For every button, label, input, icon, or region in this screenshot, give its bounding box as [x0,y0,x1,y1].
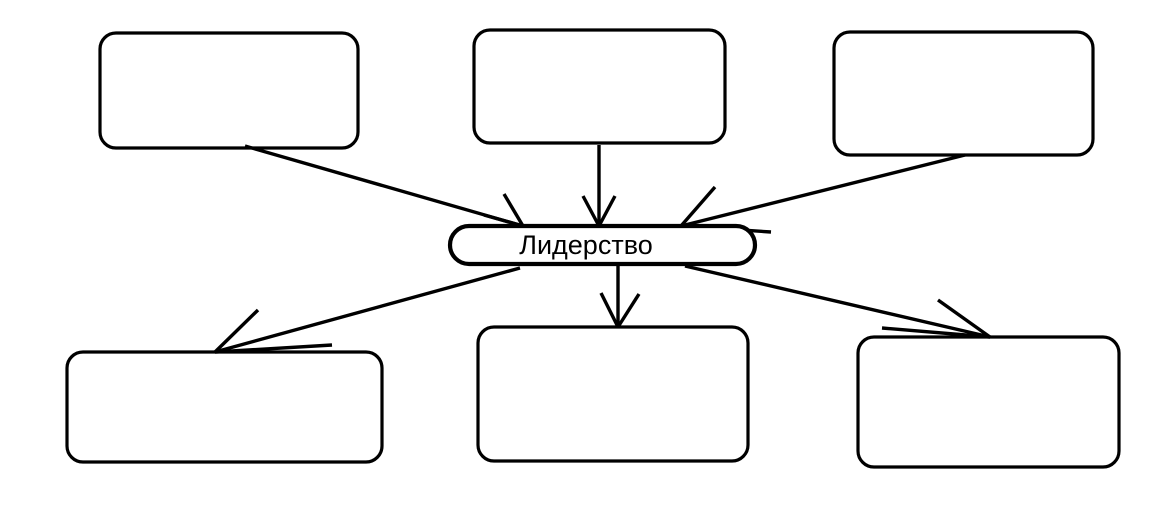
bottom-left-box-shape[interactable] [65,350,384,464]
connector-bottom-left-line [214,266,521,354]
connector-bottom-center-arrowhead-a [599,292,620,328]
connector-top-right-arrowhead-a [679,185,717,228]
connector-center-to-bottom-center [599,266,641,328]
connector-center-to-bottom-left [213,266,521,354]
bottom-right-box-shape[interactable] [856,335,1121,469]
connector-top-center-arrowhead-b [597,195,617,227]
center-node-shape[interactable] [447,223,758,267]
top-right-box[interactable] [832,30,1095,157]
connector-top-left-to-center [244,144,525,228]
connector-bottom-center-arrowhead-b [616,293,641,328]
bottom-right-box[interactable] [856,335,1121,469]
top-center-box-shape[interactable] [472,28,727,145]
connector-top-center-arrowhead-a [581,195,601,227]
connector-top-left-arrowhead-a [502,193,525,227]
connector-top-center-to-center [581,145,617,227]
center-node[interactable]: Лидерство [447,223,758,267]
bottom-left-box[interactable] [65,350,384,464]
top-left-box[interactable] [98,31,360,150]
connector-top-left-line [244,144,524,228]
connector-bottom-left-arrowhead-b [214,343,333,354]
top-right-box-shape[interactable] [832,30,1095,157]
connector-bottom-left-arrowhead-a [213,308,260,354]
bottom-center-box-shape[interactable] [476,325,750,463]
top-left-box-shape[interactable] [98,31,360,150]
connector-top-right-to-center [679,153,966,234]
connector-center-to-bottom-right [684,264,991,339]
connector-bottom-right-arrowhead-b [881,326,991,339]
bottom-center-box[interactable] [476,325,750,463]
connector-top-right-line [680,153,966,228]
center-node-label: Лидерство [519,230,653,260]
top-center-box[interactable] [472,28,727,145]
connector-bottom-right-line [684,264,991,339]
connector-bottom-right-arrowhead-a [937,298,991,339]
